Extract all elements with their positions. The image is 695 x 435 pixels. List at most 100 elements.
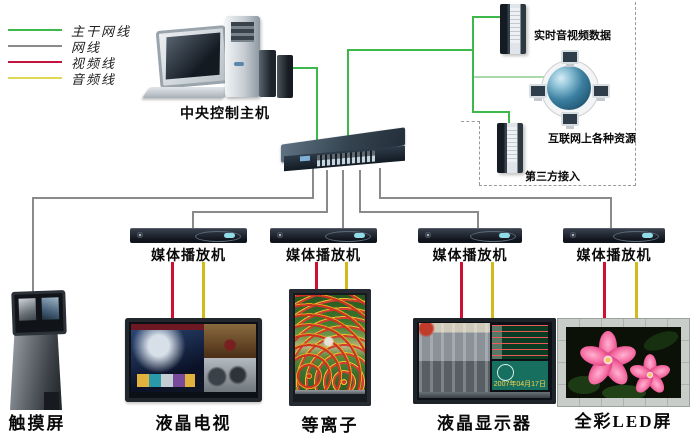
tv-content-cars (203, 358, 256, 392)
media-player-label: 媒体播放机 (286, 249, 361, 264)
tv-content-room (203, 324, 256, 358)
network-wire (32, 197, 314, 199)
cloud-box-border (479, 185, 636, 186)
player-led (224, 233, 235, 238)
realtime-server-label: 实时音视频数据 (534, 30, 611, 42)
network-wire (32, 197, 34, 292)
media-player-icon (270, 228, 377, 243)
lcd-content-street-view (419, 323, 490, 392)
audio-wire (491, 262, 494, 318)
plasma-bottom-bar (295, 390, 365, 394)
network-wire (379, 168, 381, 199)
lcd-content-schedule-panel (491, 325, 548, 359)
network-wire (610, 197, 612, 229)
legend-row-backbone: 主干网线 (8, 22, 132, 39)
media-player-label: 媒体播放机 (576, 249, 652, 264)
legend-row-video: 视频线 (8, 54, 131, 71)
network-wire (342, 170, 344, 229)
player-led (642, 233, 653, 238)
cloud-box-border (479, 121, 480, 185)
backbone-wire (472, 16, 502, 18)
central-host-label: 中央控制主机 (180, 107, 270, 122)
lcd-monitor-label: 液晶显示器 (437, 414, 532, 433)
lcd-content-clock-panel: 2007年04月17日 (491, 360, 548, 390)
kiosk-screen-image (18, 298, 37, 321)
video-line-swatch (8, 61, 62, 63)
audio-wire (635, 262, 638, 318)
host-keyboard-icon (142, 87, 232, 98)
backbone-wire (347, 49, 349, 145)
internet-globe-icon (547, 66, 591, 110)
player-oval-trim (195, 231, 241, 242)
led-screen-label: 全彩LED屏 (574, 412, 673, 431)
backbone-wire (347, 49, 474, 51)
host-tower-drive-bays (231, 22, 254, 42)
player-led (354, 233, 365, 238)
network-line-swatch (8, 45, 62, 47)
media-player-icon (130, 228, 247, 243)
legend-label-audio: 音频线 (71, 71, 117, 87)
media-player-icon (418, 228, 522, 243)
network-switch-led (300, 155, 310, 162)
video-wire (603, 262, 606, 318)
network-wire (192, 211, 328, 213)
network-wire (312, 166, 314, 199)
network-wire (192, 211, 194, 229)
plumeria-flowers-graphic (568, 331, 679, 398)
backbone-wire (508, 111, 510, 124)
host-monitor-screen (165, 32, 221, 80)
legend-label-video: 视频线 (71, 55, 117, 71)
backbone-wire (283, 67, 318, 69)
network-wire (359, 170, 361, 213)
lcd-date-text: 2007年04月17日 (493, 381, 546, 388)
player-oval-trim (325, 231, 371, 242)
remote-terminal-icon (561, 50, 579, 67)
host-speaker-icon (259, 50, 276, 97)
legend-row-network: 网线 (8, 38, 131, 55)
audio-wire (345, 262, 348, 290)
player-oval-trim (470, 231, 516, 242)
player-led (499, 233, 510, 238)
cloud-box-border (461, 121, 480, 122)
network-wire (379, 197, 612, 199)
media-player-label: 媒体播放机 (151, 249, 226, 264)
network-wire (326, 170, 328, 213)
legend-label-backbone: 主干网线 (71, 23, 132, 39)
plasma-screen-park-scene (295, 295, 365, 394)
host-speaker-icon (277, 55, 293, 98)
internet-resources-label: 互联网上各种资源 (548, 133, 636, 145)
legend: 主干网线 网线 视频线 音频线 (8, 22, 132, 87)
host-tower-button (234, 62, 244, 66)
backbone-wire-light (474, 76, 544, 78)
media-player-icon (563, 228, 665, 243)
legend-label-network: 网线 (71, 39, 102, 55)
lcd-bottom-bar (419, 392, 550, 398)
video-wire (315, 262, 318, 290)
tv-content-car-ad (131, 324, 204, 392)
video-wire (460, 262, 463, 318)
audio-wire (202, 262, 205, 318)
lcd-tv-screen (131, 324, 256, 392)
player-oval-trim (613, 231, 659, 242)
touch-kiosk-screen (11, 290, 67, 336)
legend-row-audio: 音频线 (8, 70, 131, 87)
remote-terminal-icon (561, 112, 579, 129)
backbone-wire (472, 16, 474, 113)
remote-terminal-icon (592, 84, 610, 101)
power-button-icon (137, 232, 143, 238)
backbone-wire (472, 111, 510, 113)
lcd-monitor-screen: 2007年04月17日 (419, 323, 550, 392)
lcd-tv-label: 液晶电视 (155, 414, 232, 433)
plasma-label: 等离子 (301, 416, 359, 435)
third-party-server-icon (497, 123, 523, 173)
touch-screen-label: 触摸屏 (8, 414, 66, 433)
audio-line-swatch (8, 77, 62, 79)
power-button-icon (425, 232, 431, 238)
led-screen-flowers (566, 327, 681, 398)
backbone-wire (316, 67, 318, 145)
power-button-icon (277, 232, 283, 238)
network-wire (359, 211, 479, 213)
media-player-label: 媒体播放机 (432, 249, 508, 264)
backbone-line-swatch (8, 29, 62, 31)
